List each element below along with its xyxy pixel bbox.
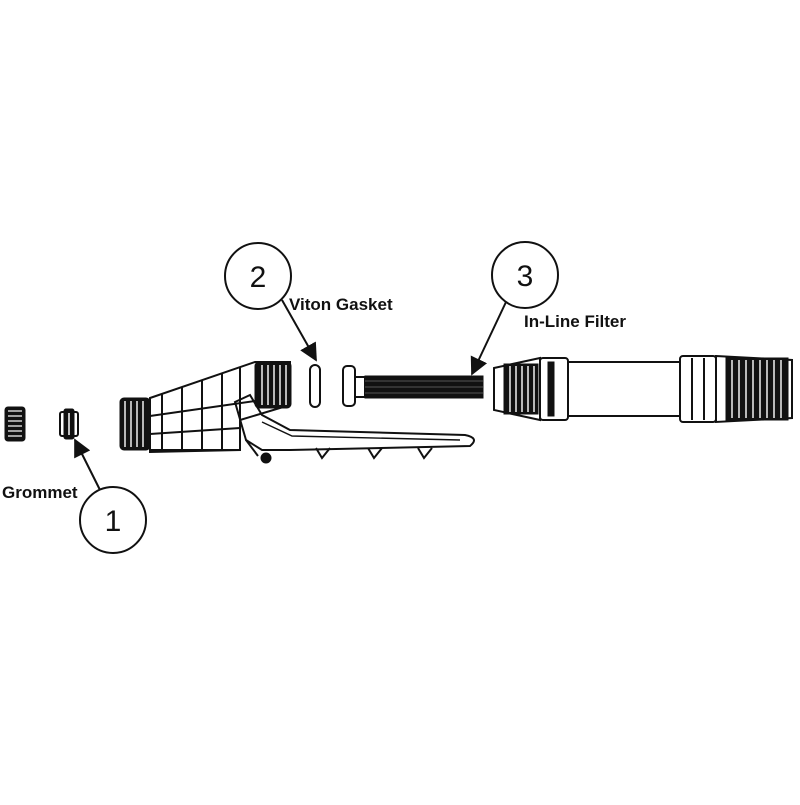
callout-1: 1 Grommet xyxy=(2,438,147,554)
filter-screen-rod xyxy=(342,365,484,407)
trigger-lever xyxy=(233,393,475,464)
callout-1-label: Grommet xyxy=(2,483,78,502)
callout-2: 2 Viton Gasket xyxy=(224,242,393,362)
inline-filter-housing xyxy=(493,354,793,424)
callout-1-circle xyxy=(79,486,147,554)
callout-3-label: In-Line Filter xyxy=(524,312,626,331)
callout-3-leader-arrow xyxy=(470,301,507,376)
callout-3: 3 In-Line Filter xyxy=(470,241,626,376)
callout-2-circle xyxy=(224,242,292,310)
callout-2-label: Viton Gasket xyxy=(289,295,393,314)
grommet-part xyxy=(59,408,79,440)
callout-1-number: 1 xyxy=(105,505,122,538)
callout-2-number: 2 xyxy=(250,261,267,294)
threaded-end-cap xyxy=(4,406,26,442)
callout-2-leader-arrow xyxy=(281,299,317,362)
spray-gun-body xyxy=(119,361,292,454)
callout-3-circle xyxy=(491,241,559,309)
callout-3-number: 3 xyxy=(517,260,534,293)
callout-1-leader-arrow xyxy=(74,438,101,491)
viton-gasket-part xyxy=(309,364,321,408)
